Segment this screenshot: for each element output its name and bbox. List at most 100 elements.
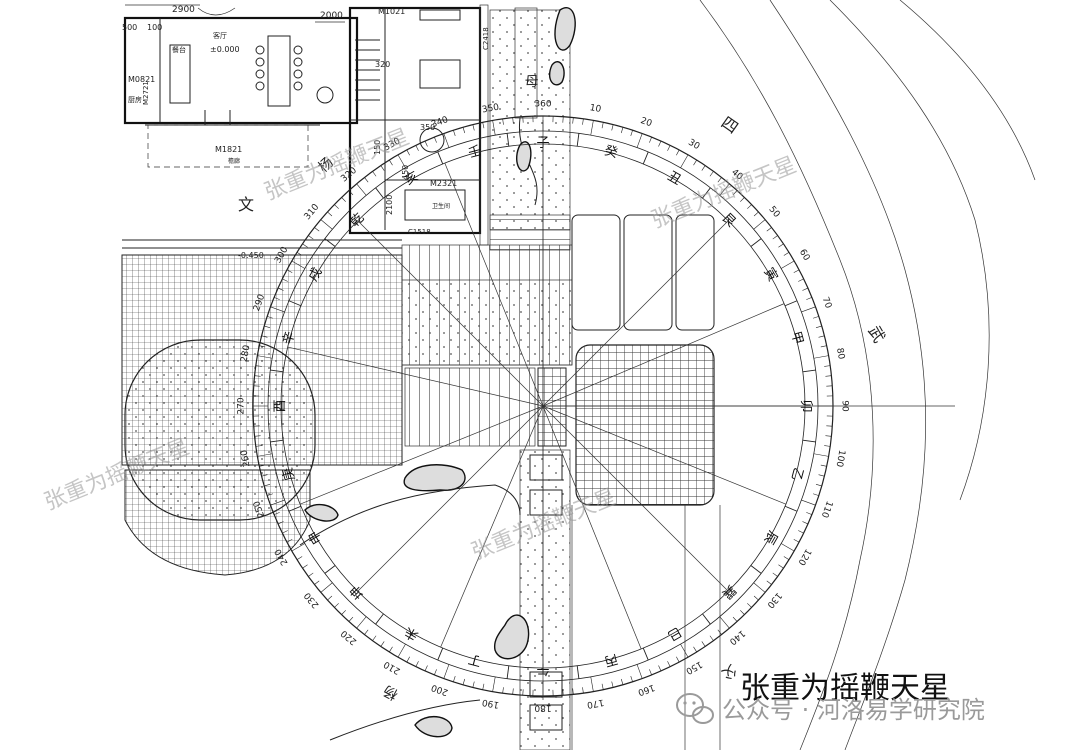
compass-tick: [611, 681, 614, 688]
mountain-label: 癸: [603, 144, 619, 162]
compass-tick: [732, 190, 738, 196]
terrain-contours: [699, 0, 1036, 750]
compass-tick: [676, 149, 680, 156]
degree-label: 220: [339, 627, 359, 646]
label-m1821: M1821: [215, 145, 242, 154]
compass-tick: [802, 287, 809, 291]
curved-path-south: [329, 699, 481, 741]
compass-tick: [701, 641, 706, 647]
compass-tick: [753, 211, 759, 217]
label-m0821: M0821: [128, 75, 155, 84]
compass-tick: [406, 149, 410, 156]
caption-credit: 公众号 · 河洛易学研究院: [722, 696, 985, 724]
garden-stones: [304, 7, 576, 738]
degree-label: 350: [481, 103, 500, 116]
compass-tick: [693, 159, 697, 166]
compass-tick: [680, 644, 689, 658]
compass-tick: [676, 656, 680, 663]
compass-tick: [277, 287, 284, 291]
compass-tick: [709, 635, 714, 641]
compass-tick: [443, 664, 450, 679]
compass-tick: [308, 235, 314, 240]
mountain-label: 申: [306, 528, 325, 547]
compass-tick: [356, 183, 367, 196]
label-si: 四: [718, 113, 742, 138]
mountain-label: 辛: [281, 330, 299, 346]
compass-tick: [492, 120, 496, 136]
compass-tick: [341, 197, 346, 202]
mountain-divider: [324, 565, 336, 574]
compass-tick: [815, 325, 822, 329]
label-m2721: M2721: [142, 81, 150, 105]
compass-tick: [397, 644, 406, 658]
mountain-label: 壬: [467, 144, 483, 162]
compass-tick: [255, 445, 262, 447]
compass-tick: [259, 345, 266, 348]
compass-tick: [590, 120, 594, 136]
compass-tick: [801, 499, 816, 506]
compass-tick: [308, 572, 314, 577]
compass-tick: [753, 219, 766, 230]
compass-tick: [820, 464, 827, 467]
mountain-divider: [288, 300, 302, 307]
dim-150: 150: [373, 140, 382, 155]
mountain-divider: [802, 369, 816, 373]
degree-label: 160: [636, 682, 656, 697]
compass-tick: [372, 635, 377, 641]
compass-tick: [372, 171, 377, 177]
label-wen: 文: [238, 195, 254, 214]
dim-320: 320: [375, 60, 390, 69]
compass-tick: [453, 676, 456, 682]
mountain-divider: [506, 133, 510, 147]
compass-tick: [320, 582, 333, 593]
mountain-divider: [375, 613, 384, 625]
compass-tick: [291, 260, 305, 269]
compass-tick: [806, 512, 812, 515]
compass-tick: [380, 641, 385, 647]
compass-tick: [636, 133, 643, 148]
mountain-label: 丑: [665, 169, 684, 188]
compass-radial: [542, 405, 787, 505]
compass-tick: [472, 124, 475, 131]
label-corridor: 檐廊: [228, 157, 240, 165]
compass-tick: [798, 278, 804, 282]
compass-tick: [320, 219, 333, 230]
mountain-label: 辰: [761, 528, 780, 547]
mountain-label: 寅: [761, 265, 781, 284]
compass-tick: [801, 306, 816, 313]
label-c1518: C1518: [408, 228, 431, 236]
compass-tick: [824, 445, 831, 447]
compass-tick: [818, 335, 825, 338]
mountain-divider: [270, 439, 284, 443]
compass-tick: [364, 629, 369, 635]
compass-tick: [620, 678, 624, 685]
degree-label: 20: [639, 116, 653, 129]
compass-tick: [512, 688, 514, 695]
compass-tick: [620, 127, 624, 134]
compass-radial: [444, 162, 544, 407]
curved-path: [299, 484, 521, 546]
compass-tick: [740, 197, 745, 202]
compass-tick: [282, 278, 288, 282]
mountain-label: 未: [402, 624, 421, 643]
mountain-divider: [784, 300, 798, 307]
compass-tick: [766, 227, 772, 232]
label-c2418: C2418: [482, 27, 490, 50]
compass-tick: [825, 435, 832, 437]
north-walkway: [489, 9, 571, 231]
dim-2100: 2100: [385, 195, 394, 215]
degree-label: 80: [834, 347, 846, 360]
compass-tick: [753, 582, 766, 593]
compass-tick: [286, 269, 293, 273]
compass-tick: [813, 355, 829, 359]
compass-tick: [261, 335, 268, 338]
compass-tick: [282, 530, 288, 534]
compass-tick: [291, 543, 305, 552]
compass-tick: [772, 572, 778, 577]
degree-label: 70: [820, 296, 833, 310]
compass-tick: [717, 177, 722, 183]
compass-tick: [611, 124, 614, 131]
degree-label: 170: [586, 697, 605, 710]
compass-tick: [667, 145, 671, 151]
